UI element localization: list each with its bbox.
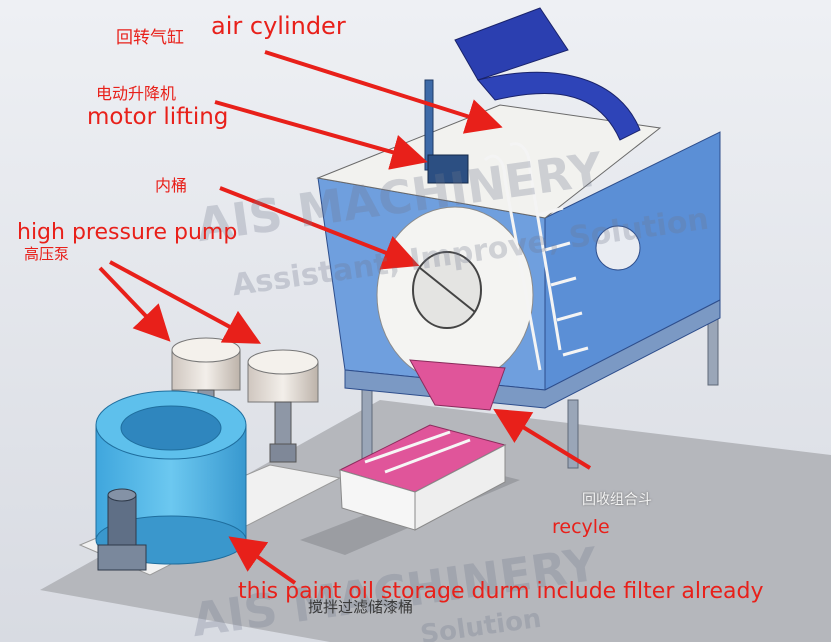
label-high-pressure-pump-en: high pressure pump <box>17 220 238 245</box>
inner-barrel <box>376 206 534 384</box>
annotation-arrows <box>98 50 592 585</box>
arrow-inner-barrel <box>219 186 420 270</box>
air-cylinder <box>424 79 469 184</box>
ladder <box>483 142 589 371</box>
mixer-motor <box>97 488 147 571</box>
label-recycle-en: recyle <box>552 516 610 538</box>
recycle-hopper <box>338 424 507 531</box>
arrow-recycle <box>493 408 592 470</box>
top-hood <box>454 7 641 141</box>
label-air-cylinder-cn: 回转气缸 <box>116 28 184 48</box>
label-motor-lifting-en: motor lifting <box>87 104 229 130</box>
label-motor-lifting-cn: 电动升降机 <box>96 84 177 103</box>
recycle-chute <box>409 359 506 411</box>
label-air-cylinder-en: air cylinder <box>211 12 346 40</box>
arrow-motor-lifting <box>214 100 428 170</box>
label-recycle-hopper-cn: 回收组合斗 <box>582 492 652 508</box>
label-high-pressure-pump-cn: 高压泵 <box>24 245 70 263</box>
arrow-pump-left <box>98 266 171 342</box>
arrow-storage-drum <box>228 536 297 585</box>
arrow-air-cylinder <box>264 50 503 134</box>
label-storage-drum-en: this paint oil storage durm include filt… <box>238 579 764 604</box>
floor-plate <box>40 400 831 642</box>
label-inner-barrel-cn: 内桶 <box>155 176 188 195</box>
label-storage-drum-cn: 搅拌过滤储漆桶 <box>308 598 414 616</box>
arrow-pump-right <box>109 260 262 344</box>
high-pressure-pump-right <box>247 349 319 463</box>
